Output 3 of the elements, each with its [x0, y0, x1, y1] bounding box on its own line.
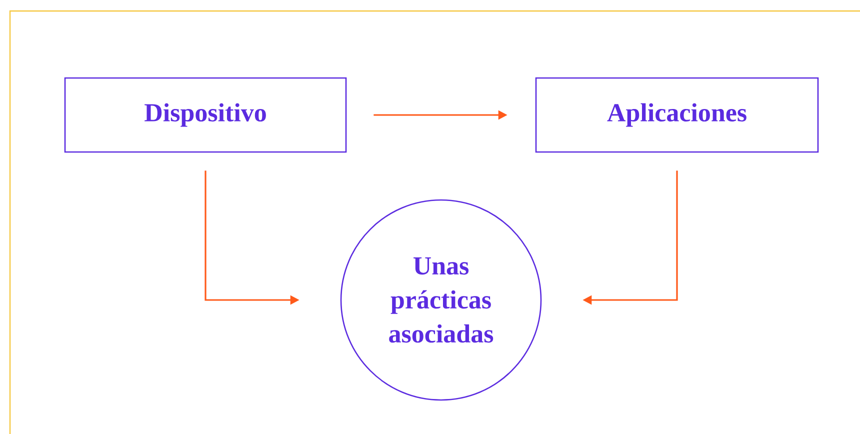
process-box: Aplicaciones: [535, 77, 819, 153]
process-box: Dispositivo: [64, 77, 347, 153]
circle-node: Unas prácticas asociadas: [340, 199, 542, 401]
